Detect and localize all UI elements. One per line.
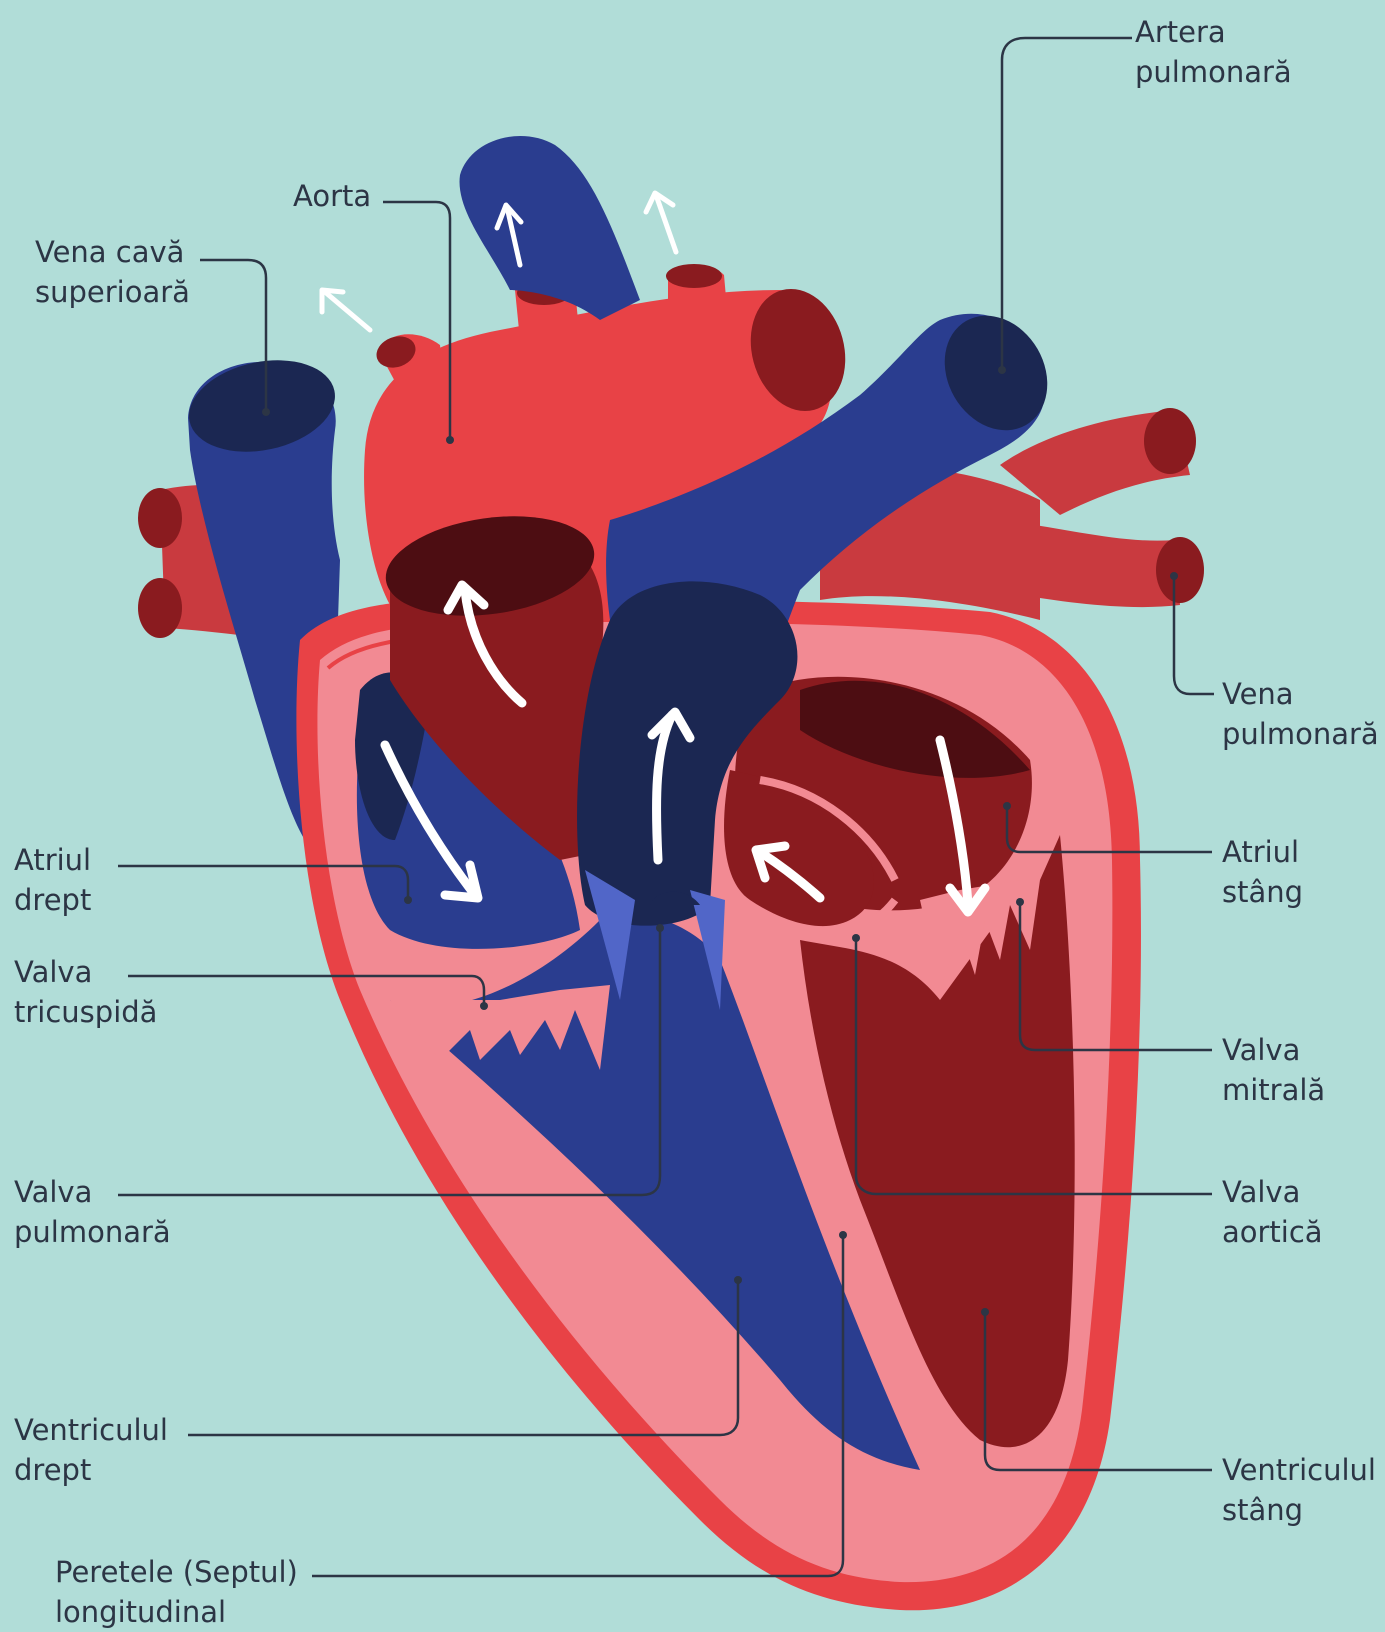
label-atriul-stang-line2: stâng: [1222, 872, 1303, 912]
label-valva-pulmonara-line1: Valva: [14, 1172, 171, 1212]
label-valva-mitrala-line1: Valva: [1222, 1030, 1325, 1070]
label-valva-mitrala-line2: mitrală: [1222, 1070, 1325, 1110]
label-vena-cava-superioara: Vena cavă superioară: [35, 232, 190, 312]
label-aorta-line1: Aorta: [293, 176, 371, 216]
label-aorta: Aorta: [293, 176, 371, 216]
label-ventriculul-stang-line2: stâng: [1222, 1490, 1376, 1530]
label-atriul-stang-line1: Atriul: [1222, 832, 1303, 872]
label-valva-aortica-line2: aortică: [1222, 1212, 1323, 1252]
label-atriul-drept-line1: Atriul: [14, 840, 91, 880]
label-artera-pulmonara: Artera pulmonară: [1135, 12, 1292, 92]
label-ventriculul-stang-line1: Ventriculul: [1222, 1450, 1376, 1490]
label-peretele-septul-line1: Peretele (Septul): [55, 1552, 298, 1592]
label-vena-pulmonara-line2: pulmonară: [1222, 714, 1379, 754]
label-vena-cava-line1: Vena cavă: [35, 232, 190, 272]
label-vena-pulmonara-line1: Vena: [1222, 674, 1379, 714]
pulmonary-vessel-upper: [460, 136, 640, 320]
label-ventriculul-drept: Ventriculul drept: [14, 1410, 168, 1490]
label-atriul-drept: Atriul drept: [14, 840, 91, 920]
label-atriul-drept-line2: drept: [14, 880, 91, 920]
label-artera-pulmonara-line1: Artera: [1135, 12, 1292, 52]
label-valva-tricuspida-line2: tricuspidă: [14, 992, 157, 1032]
label-vena-cava-line2: superioară: [35, 272, 190, 312]
label-vena-pulmonara: Vena pulmonară: [1222, 674, 1379, 754]
label-ventriculul-stang: Ventriculul stâng: [1222, 1450, 1376, 1530]
label-valva-pulmonara-line2: pulmonară: [14, 1212, 171, 1252]
label-valva-tricuspida: Valva tricuspidă: [14, 952, 157, 1032]
label-valva-tricuspida-line1: Valva: [14, 952, 157, 992]
label-valva-mitrala: Valva mitrală: [1222, 1030, 1325, 1110]
label-ventriculul-drept-line1: Ventriculul: [14, 1410, 168, 1450]
label-atriul-stang: Atriul stâng: [1222, 832, 1303, 912]
label-ventriculul-drept-line2: drept: [14, 1450, 168, 1490]
label-valva-pulmonara: Valva pulmonară: [14, 1172, 171, 1252]
label-peretele-septul: Peretele (Septul) longitudinal: [55, 1552, 298, 1632]
label-peretele-septul-line2: longitudinal: [55, 1592, 298, 1632]
label-artera-pulmonara-line2: pulmonară: [1135, 52, 1292, 92]
label-valva-aortica: Valva aortică: [1222, 1172, 1323, 1252]
label-valva-aortica-line1: Valva: [1222, 1172, 1323, 1212]
